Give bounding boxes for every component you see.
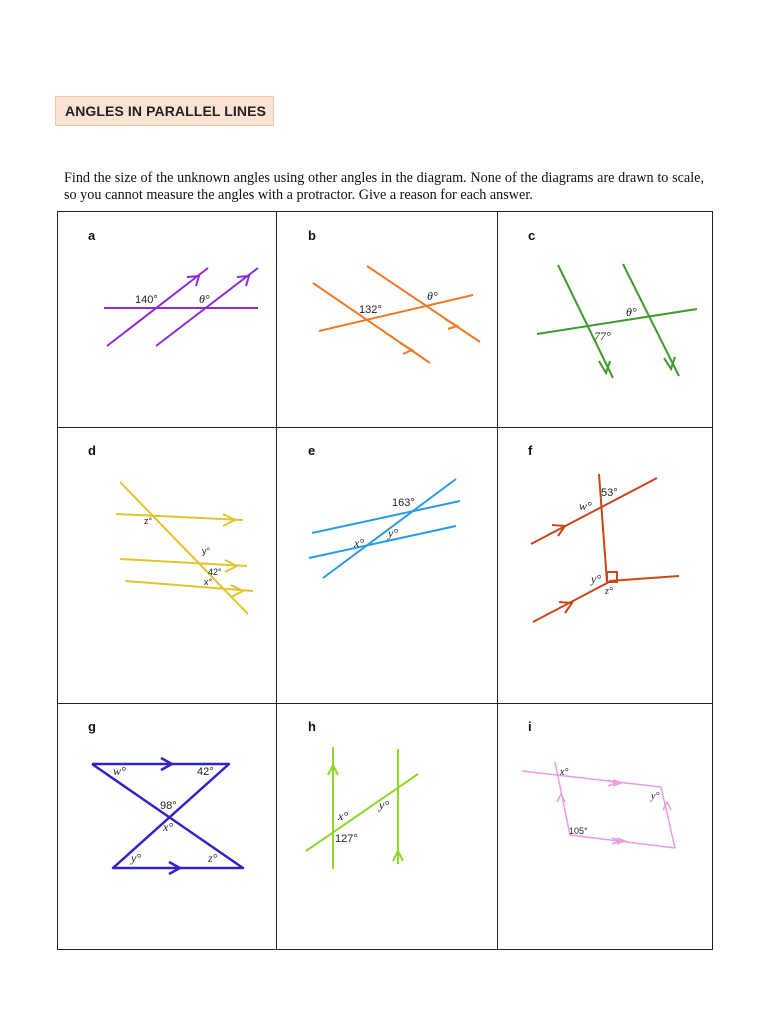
cell-label-i: i	[528, 719, 532, 734]
angle-label-g-w: w°	[113, 764, 126, 778]
angle-label-i-y: y°	[650, 791, 659, 802]
angle-label-c-given: 77°	[594, 329, 611, 343]
cell-label-a: a	[88, 228, 96, 243]
instructions-text: Find the size of the unknown angles usin…	[64, 170, 704, 203]
angle-label-e-x: x°	[353, 536, 364, 550]
diagram-a: a 140° θ°	[88, 228, 259, 347]
diagram-c-lines	[536, 263, 698, 379]
angle-label-g-z: z°	[207, 851, 218, 865]
diagram-b: b 132° θ°	[308, 228, 481, 364]
angle-label-a-theta: θ°	[199, 292, 210, 306]
worksheet-title: ANGLES IN PARALLEL LINES	[55, 96, 274, 126]
angle-label-d-x: x°	[204, 577, 213, 587]
angle-label-f-z: z°	[604, 586, 613, 597]
angle-label-h-given: 127°	[335, 833, 358, 845]
angle-label-f-w: w°	[579, 499, 592, 513]
cell-label-d: d	[88, 443, 96, 458]
diagram-e: e 163° x° y°	[308, 443, 461, 579]
angle-label-c-theta: θ°	[626, 305, 637, 319]
diagram-d: d z° y° 42° x°	[88, 443, 254, 615]
angle-label-f-given: 53°	[601, 487, 618, 499]
diagram-a-lines	[104, 267, 259, 347]
diagram-h: h x° y° 127°	[305, 719, 419, 869]
angle-label-d-z: z°	[144, 516, 153, 526]
angle-label-g-given-42: 42°	[197, 766, 214, 778]
angle-label-b-theta: θ°	[427, 289, 438, 303]
diagram-grid: a 140° θ° b 132° θ° c	[57, 211, 713, 950]
grid-borders	[57, 211, 713, 950]
cell-label-g: g	[88, 719, 96, 734]
angle-label-g-y: y°	[130, 851, 141, 865]
angle-label-g-x: x°	[162, 820, 173, 834]
diagram-c: c θ° 77°	[528, 228, 698, 379]
angle-label-i-x: x°	[559, 767, 568, 778]
angle-label-b-given: 132°	[359, 304, 382, 316]
angle-label-g-given-98: 98°	[160, 800, 177, 812]
diagram-i-lines	[521, 761, 676, 849]
diagram-i: i x° y° 105°	[521, 719, 676, 849]
angle-label-h-x: x°	[337, 809, 348, 823]
angle-label-f-y: y°	[590, 572, 601, 586]
diagram-h-lines	[305, 747, 419, 869]
angle-label-e-y: y°	[387, 526, 398, 540]
diagram-f: f 53° w° y° z°	[528, 443, 680, 623]
angle-label-d-given: 42°	[208, 567, 222, 577]
diagram-e-lines	[308, 478, 461, 579]
cell-label-c: c	[528, 228, 535, 243]
diagram-b-lines	[312, 265, 481, 364]
diagram-d-lines	[115, 481, 254, 615]
angle-label-e-given: 163°	[392, 497, 415, 509]
diagram-f-lines	[530, 473, 680, 623]
angle-label-i-given: 105°	[569, 826, 588, 836]
diagram-g-lines	[91, 756, 245, 876]
angle-label-a-given: 140°	[135, 294, 158, 306]
angle-label-d-y: y°	[202, 546, 211, 556]
cell-label-f: f	[528, 443, 533, 458]
cell-label-b: b	[308, 228, 316, 243]
angle-label-h-y: y°	[378, 798, 389, 812]
cell-label-e: e	[308, 443, 315, 458]
cell-label-h: h	[308, 719, 316, 734]
diagram-g: g w° 42° 98° x° y° z°	[88, 719, 245, 876]
